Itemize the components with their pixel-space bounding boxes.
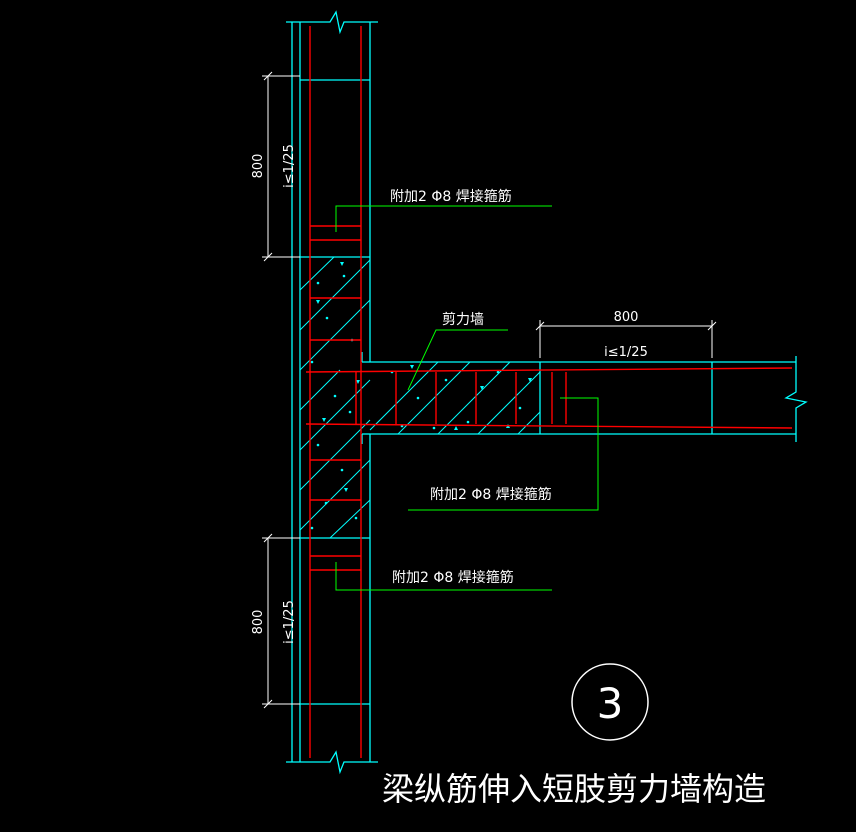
break-symbol-top [286, 10, 378, 35]
concrete-hatching [299, 256, 541, 539]
concrete-aggregate [310, 262, 532, 530]
dim-beam-slope: i≤1/25 [604, 345, 648, 360]
leader-middle [408, 397, 599, 511]
detail-number: 3 [597, 679, 624, 728]
leader-bottom [335, 562, 552, 591]
detail-number-circle [571, 663, 649, 741]
drawing-title: 梁纵筋伸入短肢剪力墙构造 [382, 770, 766, 808]
label-stirrup-bottom: 附加2 Φ8 焊接箍筋 [392, 569, 514, 586]
vertical-wall [291, 22, 371, 762]
beam-top-longitudinal-bar [305, 367, 793, 373]
dim-bottom-length: 800 [251, 610, 266, 635]
break-symbols [286, 10, 808, 775]
break-symbol-bottom [286, 750, 378, 775]
break-symbol-right [784, 356, 808, 442]
beam-bottom-longitudinal-bar [305, 423, 793, 429]
horizontal-member [361, 352, 796, 444]
leader-top [335, 205, 552, 232]
rebar [305, 26, 793, 758]
dim-top-slope: i≤1/25 [282, 144, 297, 188]
dim-top-length: 800 [251, 154, 266, 179]
label-stirrup-top: 附加2 Φ8 焊接箍筋 [390, 188, 512, 205]
dim-beam-length: 800 [614, 310, 639, 325]
dim-bottom-slope: i≤1/25 [282, 600, 297, 644]
label-stirrup-middle: 附加2 Φ8 焊接箍筋 [430, 486, 552, 503]
leader-shear-wall [407, 329, 508, 391]
leader-lines [335, 205, 599, 591]
label-shear-wall: 剪力墙 [442, 312, 484, 328]
dimension-lines [262, 71, 717, 709]
